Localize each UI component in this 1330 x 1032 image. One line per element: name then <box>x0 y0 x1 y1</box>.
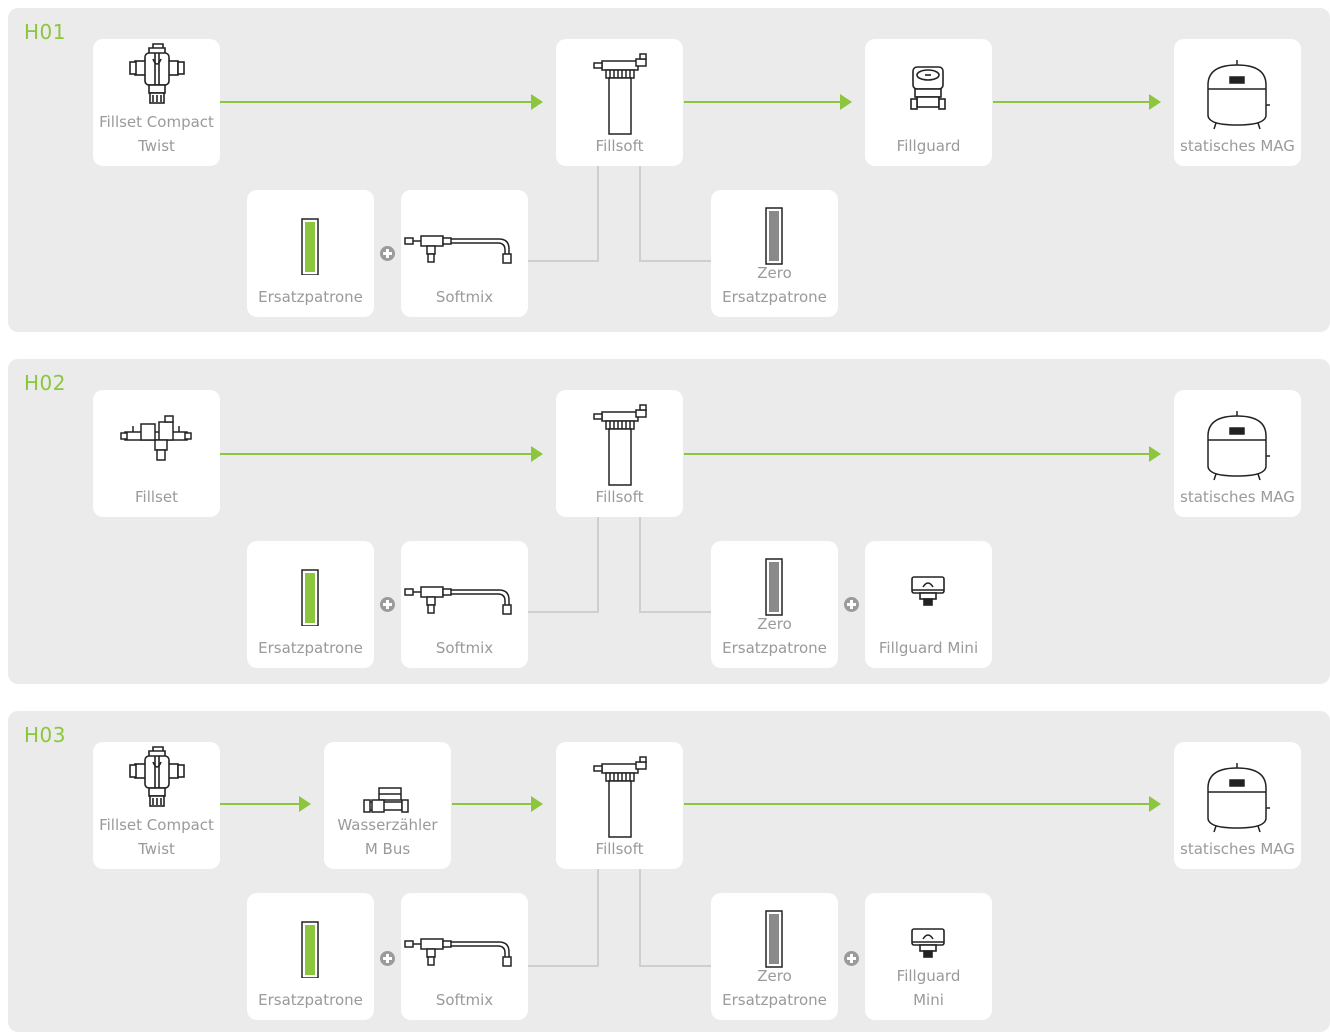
product-label: Ersatzpatrone <box>237 285 384 309</box>
product-label: Ersatzpatrone <box>237 636 384 660</box>
product-label: Fillset <box>83 485 230 509</box>
connector-line <box>528 166 599 262</box>
product-label-line: Wasserzähler <box>337 816 438 834</box>
product-label-line: M Bus <box>364 840 411 858</box>
connector-line <box>528 517 599 613</box>
product-card-fillsoft[interactable]: Fillsoft <box>556 39 683 166</box>
product-label-line: Ersatzpatrone <box>258 639 363 657</box>
product-card-ersatz[interactable]: Ersatzpatrone <box>247 190 374 317</box>
arrow-right-icon <box>452 796 543 812</box>
product-label-line: statisches MAG <box>1180 840 1295 858</box>
product-label: statisches MAG <box>1164 837 1311 861</box>
product-label-line: Fillset Compact <box>99 113 214 131</box>
product-label-line: Ersatzpatrone <box>722 639 827 657</box>
product-label: Softmix <box>391 636 538 660</box>
product-card-ersatz[interactable]: Ersatzpatrone <box>247 893 374 1020</box>
product-label-line: Fillguard <box>896 967 961 985</box>
product-label-line: Fillset <box>135 488 178 506</box>
arrow-right-icon <box>220 796 311 812</box>
product-label: statisches MAG <box>1164 485 1311 509</box>
connector-line <box>639 517 711 613</box>
product-label-line: Mini <box>913 991 944 1009</box>
product-label: Fillsoft <box>546 134 693 158</box>
product-card-meter[interactable]: Wasserzähler M Bus <box>324 742 451 869</box>
product-card-softmix[interactable]: Softmix <box>401 190 528 317</box>
product-label-line: Softmix <box>435 991 494 1009</box>
panel-title: H03 <box>24 723 66 747</box>
product-label-line: Softmix <box>435 288 494 306</box>
product-card-fillguard[interactable]: Fillguard <box>865 39 992 166</box>
product-card-mag[interactable]: statisches MAG <box>1174 742 1301 869</box>
connector-line <box>639 166 711 262</box>
product-label-line: Zero <box>757 615 792 633</box>
product-label-line: Ersatzpatrone <box>722 991 827 1009</box>
product-label-line: Fillguard Mini <box>878 639 979 657</box>
product-label-line: Twist <box>138 137 175 155</box>
product-label-line: Twist <box>138 840 175 858</box>
product-label-line: Fillsoft <box>595 488 644 506</box>
arrow-right-icon <box>684 796 1161 812</box>
product-label: Fillguard <box>855 134 1002 158</box>
product-label-line: Fillguard <box>896 137 961 155</box>
connector-line <box>639 869 711 967</box>
product-label-line: Ersatzpatrone <box>258 991 363 1009</box>
product-label-line: Ersatzpatrone <box>258 288 363 306</box>
product-label: Softmix <box>391 988 538 1012</box>
arrow-right-icon <box>684 446 1161 462</box>
arrow-right-icon <box>993 94 1161 110</box>
product-label: Ersatzpatrone <box>237 988 384 1012</box>
plus-icon <box>380 246 395 261</box>
product-label: Fillsoft <box>546 837 693 861</box>
product-label: Wasserzähler M Bus <box>314 813 461 861</box>
connector-line <box>528 869 599 967</box>
arrow-right-icon <box>220 446 543 462</box>
product-card-ersatz[interactable]: Ersatzpatrone <box>247 541 374 668</box>
product-card-softmix[interactable]: Softmix <box>401 893 528 1020</box>
product-label: statisches MAG <box>1164 134 1311 158</box>
product-label-line: Zero <box>757 967 792 985</box>
product-card-softmix[interactable]: Softmix <box>401 541 528 668</box>
product-card-source[interactable]: Fillset <box>93 390 220 517</box>
product-label-line: statisches MAG <box>1180 137 1295 155</box>
plus-icon <box>844 597 859 612</box>
product-label-line: Fillset Compact <box>99 816 214 834</box>
plus-icon <box>380 951 395 966</box>
product-card-mini[interactable]: Fillguard Mini <box>865 541 992 668</box>
plus-icon <box>380 597 395 612</box>
plus-icon <box>844 951 859 966</box>
product-label: Fillsoft <box>546 485 693 509</box>
product-label-line: Fillsoft <box>595 840 644 858</box>
arrow-right-icon <box>220 94 543 110</box>
product-label-line: Fillsoft <box>595 137 644 155</box>
product-card-fillsoft[interactable]: Fillsoft <box>556 390 683 517</box>
product-label-line: Ersatzpatrone <box>722 288 827 306</box>
product-card-mag[interactable]: statisches MAG <box>1174 390 1301 517</box>
product-card-fillsoft[interactable]: Fillsoft <box>556 742 683 869</box>
product-label-line: Zero <box>757 264 792 282</box>
product-label-line: statisches MAG <box>1180 488 1295 506</box>
panel-title: H02 <box>24 371 66 395</box>
flow-panel-h02: H02 Fillset Fillsoft <box>8 359 1330 684</box>
product-label-line: Softmix <box>435 639 494 657</box>
panel-title: H01 <box>24 20 66 44</box>
product-card-mag[interactable]: statisches MAG <box>1174 39 1301 166</box>
arrow-right-icon <box>684 94 852 110</box>
product-label: Softmix <box>391 285 538 309</box>
product-label: Fillguard Mini <box>855 636 1002 660</box>
